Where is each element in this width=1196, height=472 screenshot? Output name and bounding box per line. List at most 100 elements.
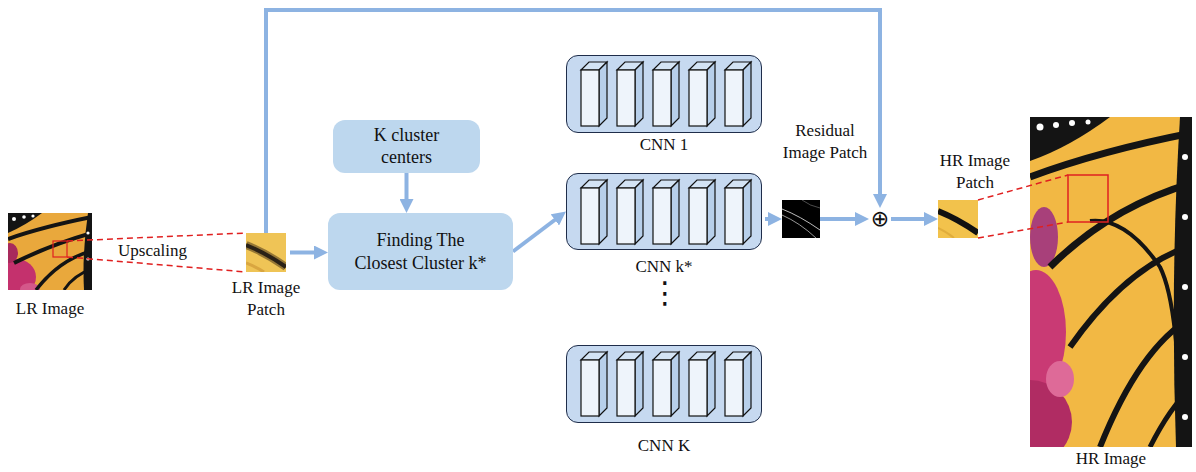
slab-front bbox=[581, 188, 599, 244]
node-label: CNN k* bbox=[604, 256, 724, 278]
slab-front bbox=[725, 188, 743, 244]
slab-side bbox=[743, 180, 751, 244]
slab-side bbox=[671, 180, 679, 244]
flow-arrow bbox=[765, 217, 772, 221]
hr-image-picture bbox=[1030, 133, 1192, 177]
slab-side bbox=[743, 352, 751, 416]
layer-slab bbox=[689, 352, 715, 416]
slab-front bbox=[689, 360, 707, 416]
layer-slab bbox=[725, 62, 751, 126]
sum-junction: ⊕ bbox=[869, 208, 891, 230]
hr-image-picture bbox=[1182, 354, 1188, 360]
hr-image-picture bbox=[1053, 122, 1059, 128]
layer-slab bbox=[725, 352, 751, 416]
lr-image-picture bbox=[22, 215, 26, 219]
hr-image-picture bbox=[1182, 214, 1188, 220]
node-label: K cluster centers bbox=[355, 124, 458, 169]
layer-slabs bbox=[567, 174, 760, 249]
slab-front bbox=[689, 188, 707, 244]
hr-image-picture bbox=[1086, 120, 1091, 125]
node-label: Residual Image Patch bbox=[773, 120, 877, 164]
layer-slabs bbox=[567, 56, 760, 131]
hr-patch-picture bbox=[938, 228, 954, 238]
lr-image-picture bbox=[0, 213, 92, 295]
hr-image-picture bbox=[1069, 120, 1075, 126]
slab-front bbox=[581, 360, 599, 416]
flow-arrow bbox=[405, 173, 409, 204]
layer-slab bbox=[617, 180, 643, 244]
input-image: LR Image bbox=[8, 213, 92, 290]
flow-arrow bbox=[290, 251, 318, 255]
slab-front bbox=[725, 70, 743, 126]
image-patch: LR Image Patch bbox=[246, 233, 286, 272]
lr-patch-picture bbox=[246, 263, 264, 272]
layer-slab bbox=[689, 180, 715, 244]
slab-side bbox=[671, 352, 679, 416]
hr-image-picture bbox=[1090, 221, 1180, 447]
node-label: HR Image Patch bbox=[930, 150, 1020, 194]
slab-side bbox=[707, 180, 715, 244]
layer-slab bbox=[617, 352, 643, 416]
slab-side bbox=[599, 62, 607, 126]
slab-front bbox=[617, 360, 635, 416]
image-patch: Residual Image Patch bbox=[782, 200, 820, 238]
hr-patch-picture bbox=[938, 200, 978, 238]
layer-slabs bbox=[567, 346, 760, 421]
residual-patch-picture bbox=[782, 200, 820, 238]
slab-front bbox=[617, 70, 635, 126]
slab-front bbox=[581, 70, 599, 126]
hr-patch-picture bbox=[938, 211, 978, 233]
hr-patch-picture bbox=[938, 200, 978, 238]
slab-front bbox=[653, 360, 671, 416]
hr-image-picture bbox=[1182, 284, 1188, 290]
process-box: K cluster centers bbox=[333, 120, 480, 173]
image-patch: HR Image Patch bbox=[938, 200, 978, 238]
lr-image-picture bbox=[53, 241, 67, 257]
lr-image-picture bbox=[84, 213, 93, 290]
slab-front bbox=[653, 188, 671, 244]
slab-front bbox=[725, 360, 743, 416]
layer-slab bbox=[581, 180, 607, 244]
edge-label: Upscaling bbox=[116, 242, 189, 260]
zoom-guide bbox=[67, 233, 246, 272]
node-label: ⊕ bbox=[869, 208, 891, 230]
hr-image-picture bbox=[1068, 175, 1108, 222]
node-label: CNN 1 bbox=[604, 134, 724, 156]
lr-image-picture bbox=[12, 217, 16, 221]
layer-slab bbox=[617, 62, 643, 126]
layer-slab bbox=[581, 62, 607, 126]
slab-front bbox=[689, 70, 707, 126]
node-label: HR Image bbox=[1051, 448, 1171, 470]
lr-patch-picture bbox=[246, 233, 286, 272]
residual-patch-picture bbox=[782, 215, 816, 238]
hr-image-picture bbox=[1046, 361, 1074, 397]
node-label: Finding The Closest Cluster k* bbox=[350, 229, 491, 274]
output-image: HR Image bbox=[1030, 117, 1192, 447]
cnn-block: CNN 1 bbox=[566, 55, 762, 133]
slab-side bbox=[635, 62, 643, 126]
lr-patch-picture bbox=[246, 245, 286, 267]
node-label: LR Image Patch bbox=[221, 277, 311, 321]
hr-image-picture bbox=[1030, 207, 1058, 267]
slab-front bbox=[653, 70, 671, 126]
lr-image-picture bbox=[86, 231, 89, 234]
lr-patch-picture bbox=[246, 245, 286, 267]
layer-slab bbox=[653, 352, 679, 416]
flow-arrow bbox=[513, 218, 558, 252]
cnn-block: CNN K bbox=[566, 345, 762, 423]
layer-slab bbox=[689, 62, 715, 126]
slab-side bbox=[707, 62, 715, 126]
residual-patch-picture bbox=[802, 200, 820, 208]
slab-side bbox=[635, 352, 643, 416]
slab-side bbox=[707, 352, 715, 416]
lr-image-picture bbox=[31, 214, 34, 217]
lr-patch-picture bbox=[246, 233, 286, 272]
layer-slab bbox=[653, 180, 679, 244]
flow-arrow bbox=[891, 217, 928, 221]
slab-side bbox=[635, 180, 643, 244]
layer-slab bbox=[581, 352, 607, 416]
ellipsis-dots: ⋮ bbox=[650, 276, 678, 309]
hr-image-picture bbox=[1182, 414, 1188, 420]
hr-image-picture bbox=[1182, 154, 1188, 160]
slab-side bbox=[743, 62, 751, 126]
